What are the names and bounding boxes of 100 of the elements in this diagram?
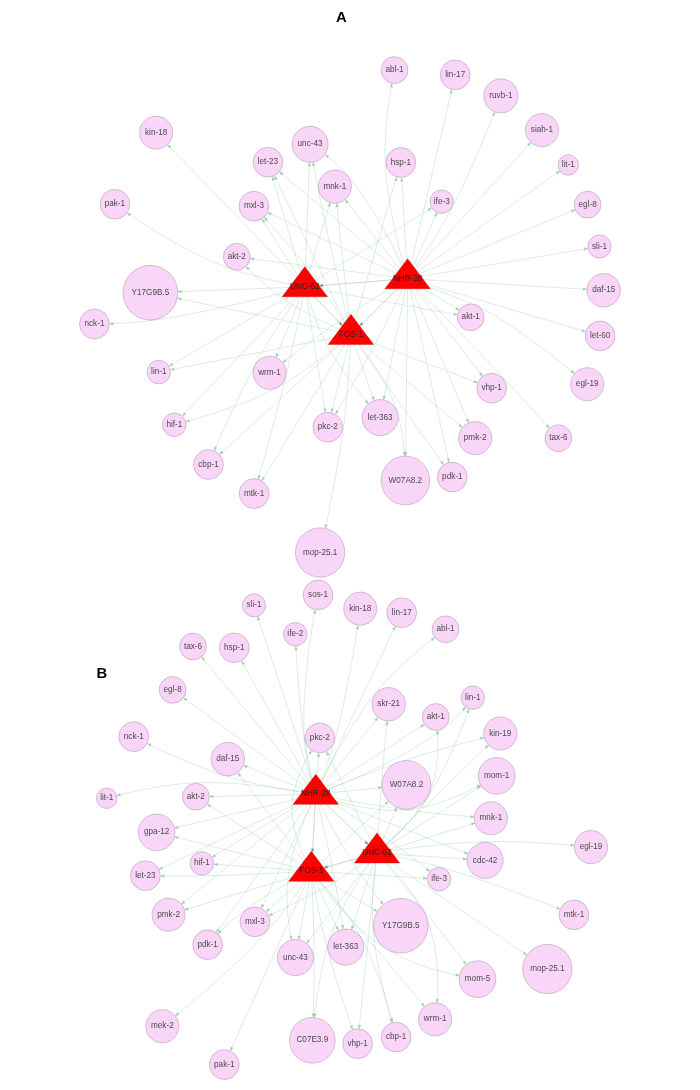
arrow (354, 176, 398, 321)
arrow (213, 863, 298, 871)
arrow (326, 751, 372, 842)
arrow (305, 162, 311, 268)
arrow (303, 609, 316, 780)
label: A (335, 9, 347, 26)
arrow (183, 697, 307, 788)
arrow (318, 804, 344, 930)
arrow (314, 296, 343, 326)
arrow (327, 872, 428, 880)
arrow (318, 881, 460, 977)
arrow (423, 279, 588, 291)
arrow (327, 706, 466, 790)
arrow (318, 279, 392, 287)
arrow (359, 288, 398, 327)
arrow (313, 862, 370, 1018)
arrow (158, 804, 295, 870)
arrow (237, 772, 304, 862)
arrow (241, 660, 310, 783)
arrow (392, 853, 468, 861)
arrow (174, 836, 299, 869)
arrow (181, 804, 304, 905)
arrow (211, 804, 300, 858)
arrow (335, 288, 403, 415)
arrow (321, 626, 396, 783)
arrow (357, 344, 444, 465)
arrow (297, 881, 310, 940)
arrow (182, 296, 296, 417)
arrow (319, 881, 425, 1007)
arrow (385, 862, 467, 965)
arrow (385, 744, 489, 845)
arrow (311, 804, 316, 853)
arrow (321, 637, 435, 783)
arrow (185, 344, 340, 423)
arrow (325, 724, 425, 788)
arrow (249, 257, 394, 278)
arrow (316, 752, 320, 777)
arrow (354, 344, 375, 401)
arrow (351, 862, 374, 930)
arrow (216, 804, 309, 933)
arrow (382, 288, 406, 400)
arrow (411, 89, 453, 264)
arrow (312, 162, 348, 320)
arrow (147, 743, 303, 793)
arrow (261, 804, 312, 909)
arrow (175, 881, 305, 1017)
arrow (333, 797, 475, 819)
arrow (411, 288, 469, 423)
arrow (268, 862, 364, 916)
arrow (414, 111, 495, 269)
arrow (322, 289, 458, 316)
arrow (417, 170, 561, 272)
arrow (419, 209, 576, 275)
arrow (257, 616, 312, 781)
arrow (320, 801, 389, 864)
arrow (344, 199, 400, 270)
arrow (320, 804, 384, 905)
arrow (390, 841, 575, 852)
arrow (168, 296, 288, 367)
arrow (362, 344, 463, 428)
arrow (177, 287, 290, 293)
label: B (96, 664, 108, 681)
arrow (385, 708, 470, 846)
arrow (184, 877, 292, 911)
arrow (323, 717, 379, 785)
arrow (271, 176, 301, 273)
arrow (311, 881, 315, 1018)
arrow (415, 288, 483, 377)
arrow (320, 624, 359, 782)
arrow (329, 786, 383, 794)
arrow (214, 296, 298, 451)
arrow (177, 297, 338, 332)
arrow (291, 750, 312, 860)
arrow (265, 881, 301, 913)
arrow (274, 175, 346, 323)
arrow (358, 862, 377, 1029)
arrow (109, 291, 286, 326)
arrow (391, 862, 528, 956)
arrow (372, 342, 478, 384)
arrow (230, 881, 307, 1052)
arrow (326, 804, 369, 845)
arrow (386, 862, 439, 1004)
arrow (315, 881, 339, 931)
arrow (330, 344, 349, 413)
arrow (312, 881, 353, 1030)
arrow (384, 83, 404, 265)
arrow (257, 296, 304, 480)
arrow (324, 344, 351, 529)
arrow (261, 344, 345, 481)
arrow (174, 798, 298, 829)
arrow (127, 212, 292, 285)
arrow (170, 337, 334, 371)
arrow (420, 247, 589, 277)
arrow (417, 288, 550, 429)
arrow (327, 881, 378, 912)
arrow (275, 296, 301, 358)
arrow (160, 871, 296, 878)
arrow (333, 804, 431, 872)
arrow (308, 202, 331, 273)
arrow (279, 171, 399, 272)
